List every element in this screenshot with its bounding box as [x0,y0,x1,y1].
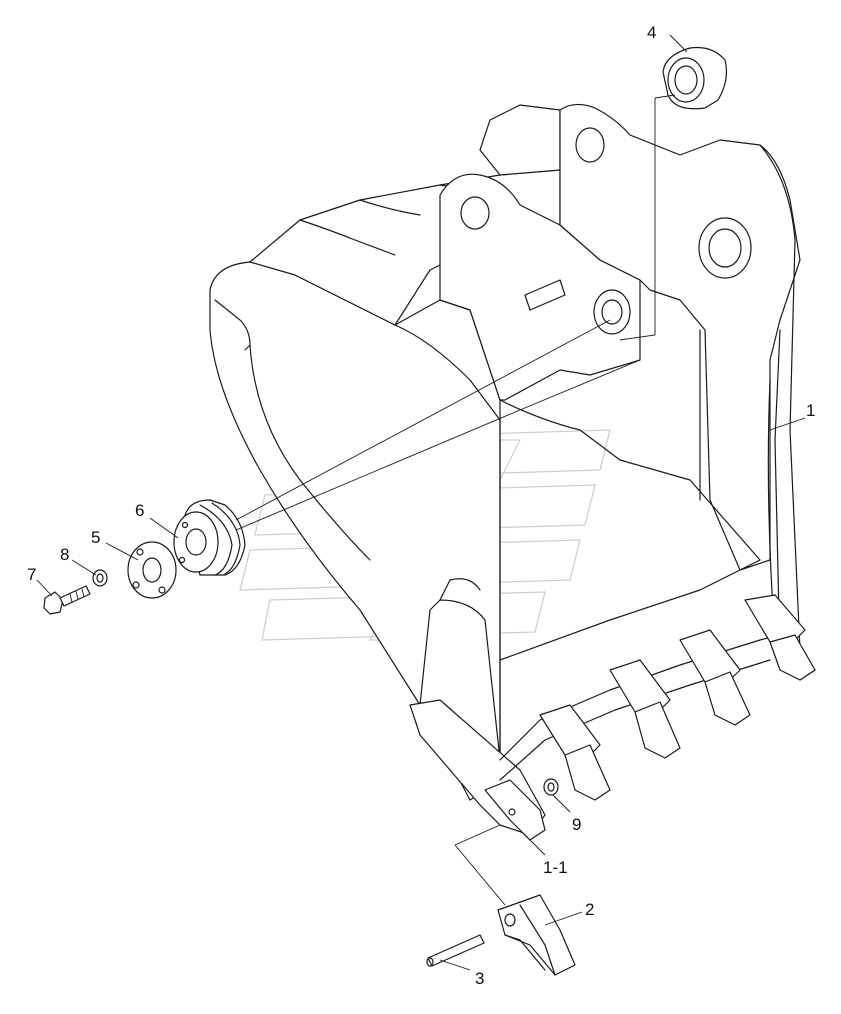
tooth-point-part [497,894,576,976]
callout-5: 5 [91,528,100,547]
callout-6: 6 [135,501,144,520]
plate-part [127,541,177,599]
bucket-body [209,103,816,836]
callout-4: 4 [647,23,656,42]
callout-1: 1 [806,401,815,420]
nut-part [543,778,559,796]
washer-part [92,569,108,587]
bolt-part [43,585,91,615]
callout-7: 7 [27,565,36,584]
callout-1-1: 1-1 [543,858,568,877]
bushing-part [662,46,728,110]
callout-8: 8 [60,545,69,564]
callout-2: 2 [585,900,594,919]
bucket-teeth [484,594,816,841]
spacer-ring-part [173,499,246,576]
callout-9: 9 [572,815,581,834]
leader-lines [36,34,806,971]
callout-3: 3 [475,969,484,988]
pin-part [426,934,485,967]
